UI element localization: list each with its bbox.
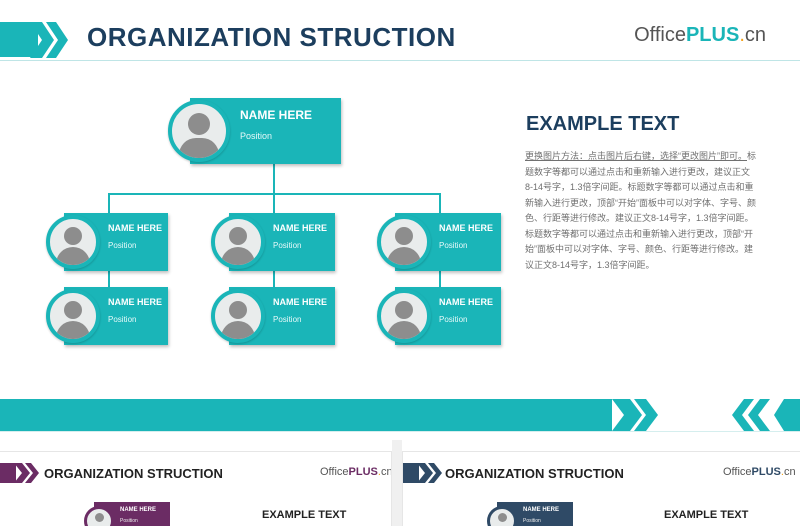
org-node-top[interactable]: NAME HERE Position	[168, 98, 341, 164]
node-position: Position	[439, 315, 468, 324]
thumb-logo: OfficePLUS.cn	[320, 466, 392, 478]
connector-line	[273, 193, 275, 215]
thumb-title: ORGANIZATION STRUCTION	[44, 466, 223, 481]
header-accent-bar	[0, 22, 38, 57]
node-position: Position	[273, 315, 302, 324]
org-node[interactable]: NAME HERE Position	[211, 213, 335, 271]
main-slide[interactable]: ORGANIZATION STRUCTION OfficePLUS.cn NAM…	[0, 0, 800, 438]
connector-line	[108, 193, 110, 215]
page-title: ORGANIZATION STRUCTION	[87, 22, 456, 52]
slide-thumbnail-purple[interactable]: ORGANIZATION STRUCTION OfficePLUS.cn NAM…	[0, 451, 392, 526]
avatar-icon	[168, 100, 230, 162]
footer-divider	[0, 431, 800, 432]
footer-chevron-right-icon	[612, 399, 658, 431]
header-chevron-icon	[30, 22, 68, 58]
thumb-logo: OfficePLUS.cn	[723, 466, 796, 478]
connector-line	[439, 193, 441, 215]
slide-thumbnail-navy[interactable]: ORGANIZATION STRUCTION OfficePLUS.cn NAM…	[402, 451, 800, 526]
node-position: Position	[439, 241, 468, 250]
avatar-icon	[377, 215, 431, 269]
node-position: Position	[240, 131, 273, 141]
node-name: NAME HERE	[439, 223, 494, 233]
connector-line	[439, 268, 441, 290]
connector-line	[273, 268, 275, 290]
example-title[interactable]: EXAMPLE TEXT	[526, 113, 680, 135]
node-name: NAME HERE	[273, 297, 328, 307]
thumb-org-node: NAME HERE Position	[487, 502, 573, 526]
example-body[interactable]: 更换图片方法：点击图片后右键，选择“更改图片”即可。标题数字等都可以通过点击和重…	[525, 151, 757, 270]
avatar-icon	[46, 215, 100, 269]
node-position: Position	[108, 241, 137, 250]
org-node[interactable]: NAME HERE Position	[46, 287, 168, 345]
footer-chevron-left-icon	[732, 399, 800, 431]
thumbnail-gap	[392, 440, 402, 526]
org-node[interactable]: NAME HERE Position	[377, 213, 501, 271]
node-position: Position	[273, 241, 302, 250]
org-node[interactable]: NAME HERE Position	[211, 287, 335, 345]
connector-line	[273, 164, 275, 194]
avatar-icon	[211, 215, 265, 269]
node-name: NAME HERE	[273, 223, 328, 233]
node-name: NAME HERE	[108, 223, 163, 233]
node-name: NAME HERE	[108, 297, 163, 307]
avatar-icon	[211, 289, 265, 343]
connector-line	[108, 268, 110, 290]
footer-accent-band	[0, 399, 612, 431]
avatar-icon	[377, 289, 431, 343]
thumb-title: ORGANIZATION STRUCTION	[445, 466, 624, 481]
org-node[interactable]: NAME HERE Position	[46, 213, 168, 271]
thumb-chevron-icon	[0, 463, 39, 483]
officeplus-logo: OfficePLUS.cn	[634, 24, 766, 46]
thumb-example-title: EXAMPLE TEXT	[664, 509, 749, 521]
node-name: NAME HERE	[240, 108, 313, 122]
avatar-icon	[46, 289, 100, 343]
thumb-chevron-icon	[403, 463, 442, 483]
org-node[interactable]: NAME HERE Position	[377, 287, 501, 345]
thumb-org-node: NAME HERE Position	[84, 502, 170, 526]
thumb-example-title: EXAMPLE TEXT	[262, 509, 347, 521]
header-divider	[0, 60, 800, 61]
node-position: Position	[108, 315, 137, 324]
node-name: NAME HERE	[439, 297, 494, 307]
